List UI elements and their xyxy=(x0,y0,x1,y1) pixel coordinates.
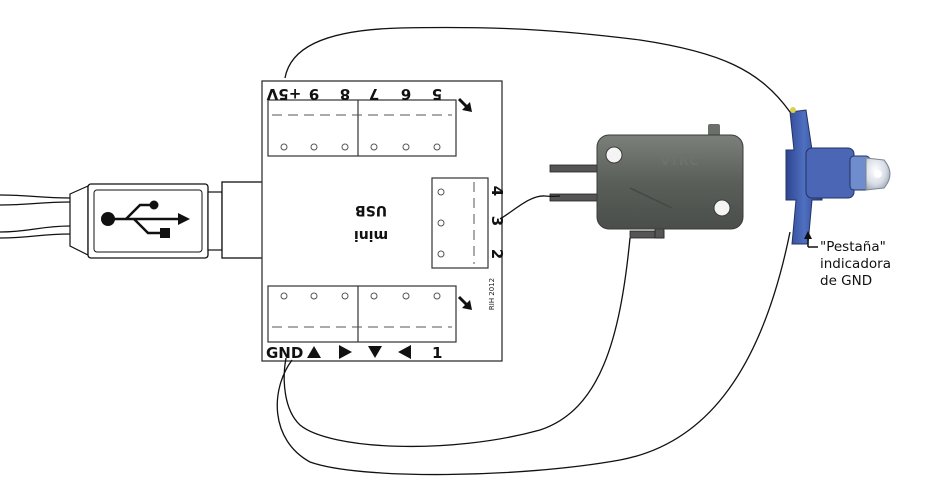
pin-label-8: 8 xyxy=(340,85,350,103)
top-block-arrow-icon xyxy=(457,97,472,112)
wires xyxy=(276,26,791,476)
wire-gnd-to-led xyxy=(276,231,791,476)
pin-label-9: 9 xyxy=(309,85,319,103)
pin-label-2: 2 xyxy=(488,249,506,259)
side-pin-labels: 4 3 2 xyxy=(488,186,506,259)
board-name-line1: USB xyxy=(355,202,387,218)
pin-label-3: 3 xyxy=(488,216,506,226)
pin-label-4: 4 xyxy=(488,186,506,196)
right-arrow-icon xyxy=(339,345,352,359)
pin-label-1: 1 xyxy=(432,344,442,362)
usb-logo-icon xyxy=(101,200,190,238)
led xyxy=(785,107,891,245)
top-pin-labels: +5V 9 8 7 6 5 xyxy=(266,85,442,103)
wire-gnd-to-switch xyxy=(283,237,631,448)
pin-label-5v: +5V xyxy=(266,85,301,103)
annotation-line1: "Pestaña" xyxy=(820,239,886,255)
pin-label-6: 6 xyxy=(401,85,411,103)
up-arrow-icon xyxy=(307,346,321,358)
board-name-line2: mini xyxy=(354,227,388,243)
pin-label-7: 7 xyxy=(369,85,379,103)
annotation-line3: de GND xyxy=(820,273,873,289)
gnd-pointer-arrow-icon xyxy=(804,231,818,248)
bottom-block-arrow-icon xyxy=(457,295,472,310)
wire-pin3-to-switch xyxy=(499,195,561,220)
usb-cable xyxy=(0,194,71,239)
down-arrow-icon xyxy=(368,346,382,358)
pin-label-5: 5 xyxy=(432,85,442,103)
top-terminal-block xyxy=(267,99,457,157)
switch-brand-label: VTRC xyxy=(660,154,698,169)
microswitch: VTRC xyxy=(549,124,744,239)
left-arrow-icon xyxy=(398,345,411,359)
bottom-terminal-block xyxy=(267,285,457,343)
gnd-tab-annotation: "Pestaña" indicadora de GND xyxy=(820,239,930,290)
pin-label-gnd: GND xyxy=(266,344,303,362)
board-year-label: RIH 2012 xyxy=(488,278,496,310)
side-terminal-block xyxy=(431,177,489,269)
wire-5v-to-led xyxy=(284,26,791,113)
annotation-line2: indicadora xyxy=(820,256,891,272)
